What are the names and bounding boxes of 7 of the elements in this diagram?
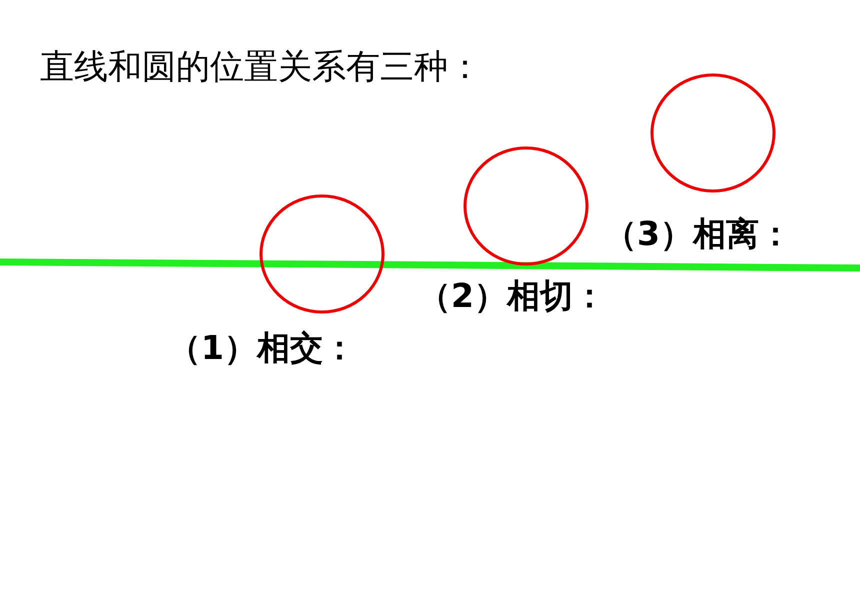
title: 直线和圆的位置关系有三种：	[40, 46, 482, 89]
circle	[463, 146, 589, 266]
circle	[259, 194, 385, 314]
case-label: （1）相交：	[168, 327, 356, 369]
case-label: （3）相离：	[604, 213, 792, 255]
case-label: （2）相切：	[418, 275, 606, 317]
circle	[650, 73, 776, 193]
